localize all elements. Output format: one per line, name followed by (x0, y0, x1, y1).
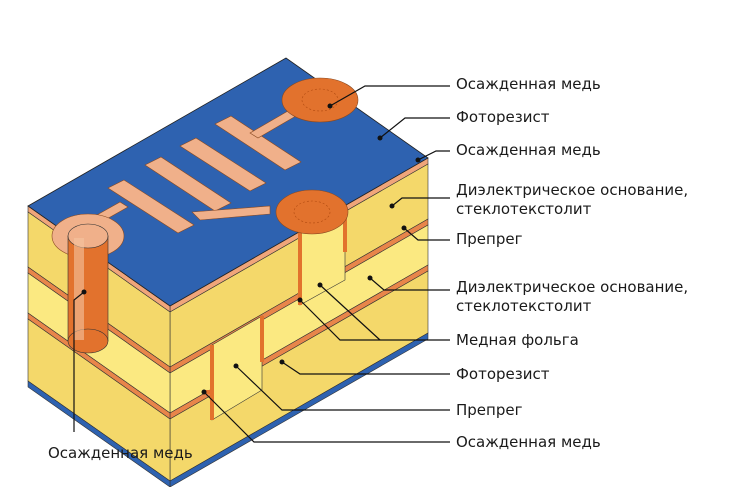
label-dielectric-2-line1: Диэлектрическое основание, (456, 278, 689, 296)
leader-lines (73, 85, 450, 443)
leader-dots (81, 103, 421, 395)
label-dielectric-2-line2: стеклотекстолит (456, 297, 592, 315)
label-copper-foil: Медная фольга (456, 331, 579, 349)
label-photoresist-1: Фоторезист (456, 108, 550, 126)
label-deposited-copper-left: Осажденная медь (48, 444, 193, 462)
left-via (67, 223, 109, 354)
label-prepreg-2: Препрег (456, 401, 523, 419)
label-deposited-copper-3: Осажденная медь (456, 433, 601, 451)
label-dielectric-1-line2: стеклотекстолит (456, 200, 592, 218)
label-prepreg-1: Препрег (456, 230, 523, 248)
right-face (169, 157, 429, 487)
label-deposited-copper-2: Осажденная медь (456, 141, 601, 159)
label-photoresist-2: Фоторезист (456, 365, 550, 383)
label-deposited-copper-1: Осажденная медь (456, 75, 601, 93)
label-dielectric-1-line1: Диэлектрическое основание, (456, 181, 689, 199)
